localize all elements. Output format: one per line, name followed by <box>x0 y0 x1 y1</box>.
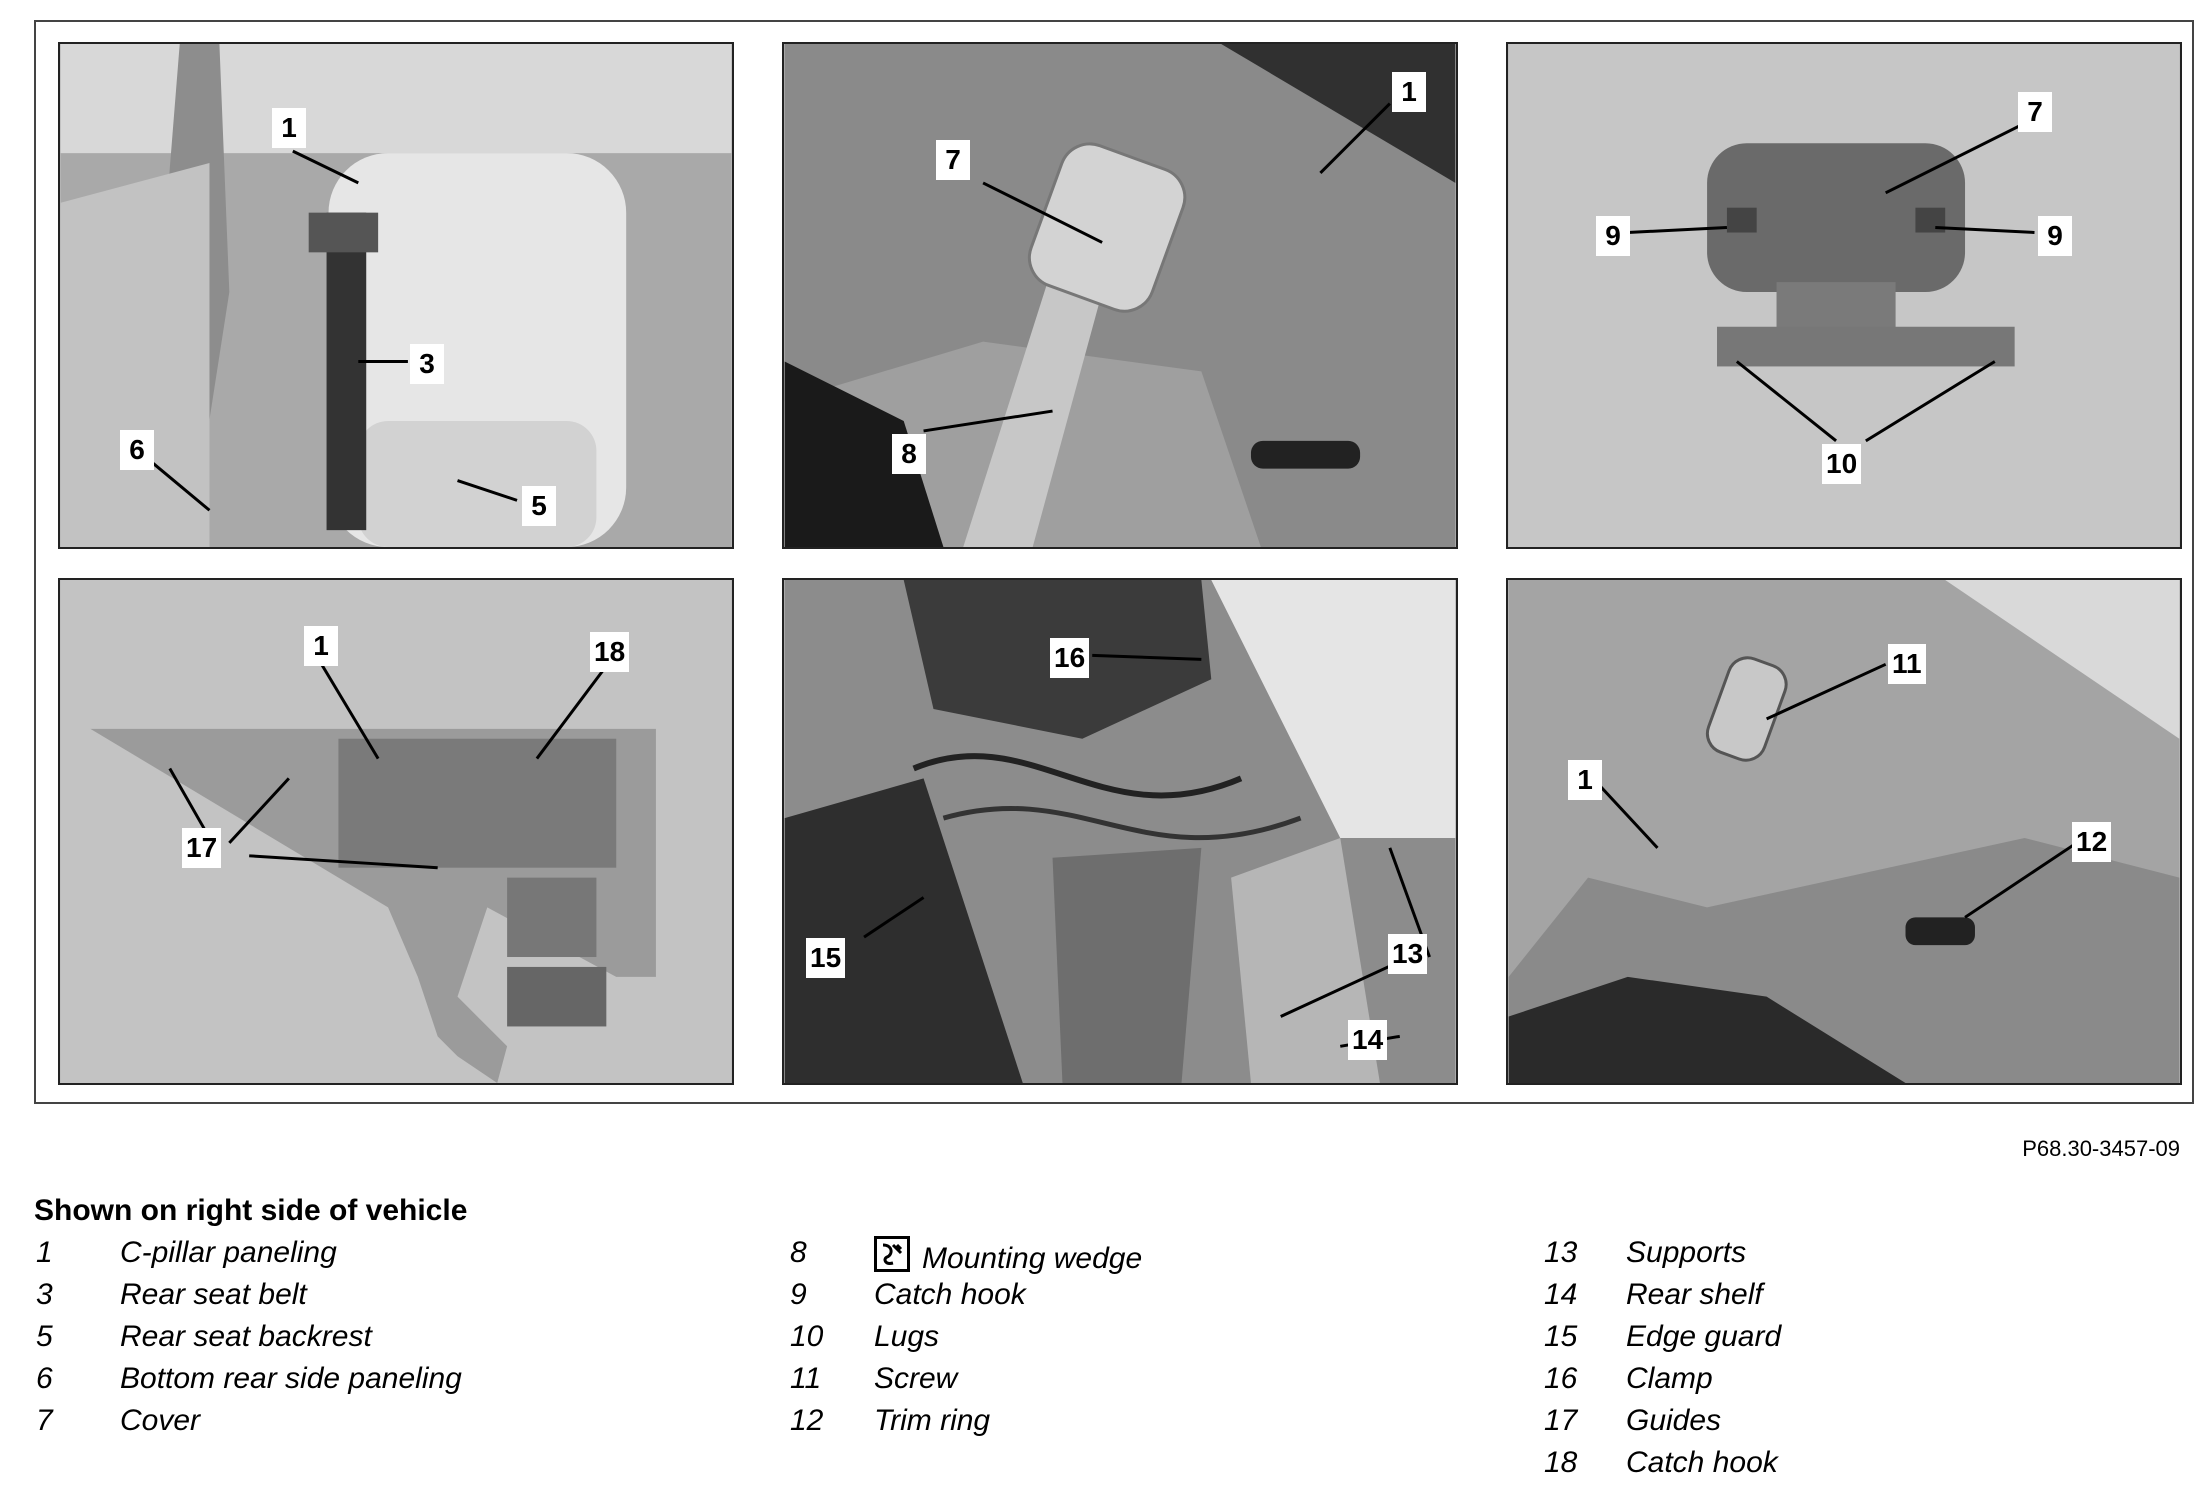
legend-label: Rear seat belt <box>120 1278 307 1311</box>
legend-label-with-icon: Mounting wedge <box>874 1236 1142 1276</box>
callout-1: 1 <box>304 626 338 666</box>
legend-number: 7 <box>36 1404 53 1437</box>
callout-7: 7 <box>2018 92 2052 132</box>
legend-item: 12 Trim ring <box>790 1404 1390 1446</box>
legend-item: 5 Rear seat backrest <box>36 1320 636 1362</box>
callout-1: 1 <box>1392 72 1426 112</box>
legend-column-2: 8 Mounting wedge 9 Catch hook 10 Lugs 11… <box>790 1236 1390 1446</box>
legend-number: 16 <box>1544 1362 1578 1395</box>
legend-number: 15 <box>1544 1320 1578 1353</box>
legend-item: 3 Rear seat belt <box>36 1278 636 1320</box>
legend-number: 6 <box>36 1362 53 1395</box>
trim-ring-photo <box>1508 580 2180 1083</box>
wiring-photo <box>784 580 1456 1083</box>
seat-belt-photo <box>60 44 732 547</box>
legend-number: 8 <box>790 1236 807 1269</box>
legend-label: Bottom rear side paneling <box>120 1362 462 1395</box>
callout-9: 9 <box>2038 216 2072 256</box>
legend-item: 11 Screw <box>790 1362 1390 1404</box>
callout-3: 3 <box>410 344 444 384</box>
legend-label: Screw <box>874 1362 958 1395</box>
legend-label: Rear seat backrest <box>120 1320 372 1353</box>
legend-column-3: 13 Supports 14 Rear shelf 15 Edge guard … <box>1544 1236 2144 1488</box>
photo-panel-wedge: 1 7 8 <box>782 42 1458 549</box>
callout-9: 9 <box>1596 216 1630 256</box>
callout-13: 13 <box>1388 934 1428 974</box>
callout-18: 18 <box>590 632 630 672</box>
wedge-photo <box>784 44 1456 547</box>
legend-number: 14 <box>1544 1278 1578 1311</box>
callout-8: 8 <box>892 434 926 474</box>
legend-label: Lugs <box>874 1320 940 1353</box>
legend-item: 16 Clamp <box>1544 1362 2144 1404</box>
legend-number: 17 <box>1544 1404 1578 1437</box>
callout-17: 17 <box>182 828 222 868</box>
legend-number: 18 <box>1544 1446 1578 1479</box>
photo-panel-paneling: 1 18 17 <box>58 578 734 1085</box>
figure-frame: 1 3 6 5 1 7 8 <box>34 20 2194 1104</box>
callout-6: 6 <box>120 430 154 470</box>
callout-12: 12 <box>2072 822 2112 862</box>
callout-1: 1 <box>1568 760 1602 800</box>
legend-number: 10 <box>790 1320 824 1353</box>
callout-7: 7 <box>936 140 970 180</box>
legend-item: 10 Lugs <box>790 1320 1390 1362</box>
special-tool-icon <box>874 1236 910 1272</box>
legend-item: 14 Rear shelf <box>1544 1278 2144 1320</box>
photo-panel-trim-ring: 11 1 12 <box>1506 578 2182 1085</box>
legend-label: Trim ring <box>874 1404 991 1437</box>
legend-label: Catch hook <box>1626 1446 1778 1479</box>
legend-item: 1 C-pillar paneling <box>36 1236 636 1278</box>
legend-number: 1 <box>36 1236 53 1269</box>
legend-label: Mounting wedge <box>922 1242 1143 1275</box>
photo-panel-cover: 7 9 9 10 <box>1506 42 2182 549</box>
legend-label: Supports <box>1626 1236 1747 1269</box>
callout-5: 5 <box>522 486 556 526</box>
photo-panel-wiring: 16 15 13 14 <box>782 578 1458 1085</box>
callout-10: 10 <box>1822 444 1862 484</box>
callout-1: 1 <box>272 108 306 148</box>
legend-item: 9 Catch hook <box>790 1278 1390 1320</box>
legend-column-1: 1 C-pillar paneling 3 Rear seat belt 5 R… <box>36 1236 636 1446</box>
legend-label: Rear shelf <box>1626 1278 1763 1311</box>
legend-item: 15 Edge guard <box>1544 1320 2144 1362</box>
legend-number: 9 <box>790 1278 807 1311</box>
legend-item: 8 Mounting wedge <box>790 1236 1390 1278</box>
callout-14: 14 <box>1348 1020 1388 1060</box>
legend-item: 13 Supports <box>1544 1236 2144 1278</box>
legend-label: Catch hook <box>874 1278 1026 1311</box>
legend-item: 17 Guides <box>1544 1404 2144 1446</box>
legend-number: 12 <box>790 1404 824 1437</box>
legend-item: 18 Catch hook <box>1544 1446 2144 1488</box>
legend-item: 7 Cover <box>36 1404 636 1446</box>
legend-label: Cover <box>120 1404 201 1437</box>
callout-15: 15 <box>806 938 846 978</box>
legend-number: 11 <box>790 1362 822 1395</box>
photo-panel-seat-belt: 1 3 6 5 <box>58 42 734 549</box>
legend-label: C-pillar paneling <box>120 1236 337 1269</box>
callout-16: 16 <box>1050 638 1090 678</box>
legend-label: Edge guard <box>1626 1320 1782 1353</box>
paneling-photo <box>60 580 732 1083</box>
legend-number: 13 <box>1544 1236 1578 1269</box>
legend-label: Clamp <box>1626 1362 1713 1395</box>
legend-title: Shown on right side of vehicle <box>34 1194 468 1227</box>
legend-number: 5 <box>36 1320 53 1353</box>
figure-id: P68.30-3457-09 <box>2022 1136 2180 1161</box>
legend-number: 3 <box>36 1278 53 1311</box>
callout-11: 11 <box>1888 644 1926 684</box>
legend-item: 6 Bottom rear side paneling <box>36 1362 636 1404</box>
legend-label: Guides <box>1626 1404 1722 1437</box>
